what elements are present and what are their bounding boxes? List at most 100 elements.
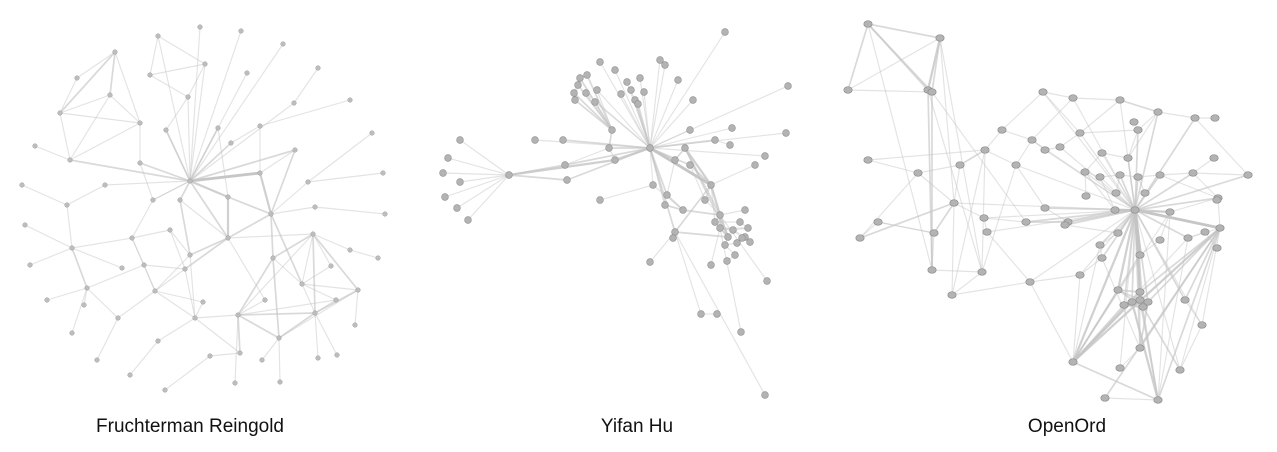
graph-edge <box>169 229 191 256</box>
graph-node <box>1113 286 1123 294</box>
graph-edge <box>227 213 272 239</box>
graph-edge <box>1029 274 1081 283</box>
graph-edge <box>149 74 189 98</box>
graph-node <box>355 287 361 293</box>
graph-node <box>369 130 375 136</box>
graph-edge <box>867 23 933 271</box>
graph-edge <box>164 355 211 391</box>
graph-node <box>1040 146 1050 154</box>
graph-node <box>81 302 87 308</box>
graph-node <box>129 235 135 241</box>
graph-edge <box>1127 157 1136 211</box>
graph-edge <box>1119 209 1136 369</box>
graph-edge <box>1072 211 1171 363</box>
graph-edge <box>939 37 983 273</box>
graph-edge <box>1001 129 1033 141</box>
graph-node <box>112 49 118 55</box>
graph-edge <box>1084 171 1136 211</box>
graph-node <box>238 28 244 34</box>
graph-edge <box>442 172 510 176</box>
graph-node <box>1165 208 1175 216</box>
graph-edge <box>951 271 983 296</box>
graph-edge <box>649 147 691 166</box>
graph-edge <box>1042 91 1074 99</box>
graph-node <box>127 372 133 378</box>
graph-edge <box>939 37 955 204</box>
graph-node <box>674 76 682 84</box>
graph-node <box>571 96 579 104</box>
graph-edge <box>1015 164 1136 211</box>
graph-edge <box>1099 176 1116 211</box>
graph-node <box>1183 234 1193 242</box>
graph-edge <box>847 37 941 91</box>
graph-node <box>1027 136 1037 144</box>
graph-edge <box>165 129 191 182</box>
graph-edge <box>917 172 955 204</box>
graph-edge <box>637 103 651 149</box>
graph-node <box>1100 394 1110 402</box>
graph-edge <box>1101 152 1136 211</box>
graph-edge <box>69 94 111 161</box>
graph-node <box>611 66 619 74</box>
graph-node <box>671 156 679 164</box>
graph-node <box>380 170 386 176</box>
fruchterman-reingold-caption: Fruchterman Reingold <box>96 416 284 437</box>
graph-edge <box>314 299 337 314</box>
graph-edge <box>1134 174 1249 211</box>
graph-edge <box>508 174 568 181</box>
graph-node <box>1055 143 1065 151</box>
graph-edge <box>953 202 985 219</box>
graph-edge <box>1015 164 1046 209</box>
graph-edge <box>261 337 280 361</box>
graph-node <box>141 262 147 268</box>
graph-node <box>1212 196 1222 204</box>
graph-node <box>646 258 654 266</box>
edge-layer <box>847 23 1249 401</box>
graph-edge <box>1139 299 1159 401</box>
graph-edge <box>1184 299 1203 326</box>
graph-node <box>1180 296 1190 304</box>
graph-node <box>1081 192 1091 200</box>
graph-node <box>980 146 990 154</box>
graph-edge <box>143 264 156 292</box>
fruchterman-reingold-graph <box>19 24 388 393</box>
graph-node <box>726 141 734 149</box>
graph-edge <box>169 229 186 270</box>
graph-edge <box>599 61 651 149</box>
graph-node <box>596 58 604 66</box>
graph-edge <box>301 283 337 301</box>
graph-node <box>312 310 318 316</box>
graph-node <box>1075 271 1085 279</box>
openord-caption: OpenOrd <box>1027 416 1107 437</box>
graph-edge <box>620 93 651 149</box>
graph-edge <box>984 129 1003 151</box>
graph-edge <box>179 199 191 256</box>
graph-edge <box>301 283 316 314</box>
graph-node <box>64 202 70 208</box>
graph-node <box>119 265 125 271</box>
graph-edge <box>847 89 933 93</box>
graph-edge <box>189 127 219 182</box>
graph-node <box>268 211 274 217</box>
graph-node <box>731 251 739 259</box>
graph-node <box>663 191 671 199</box>
graph-node <box>559 136 567 144</box>
graph-edge <box>1044 207 1069 223</box>
graph-edge <box>689 164 706 201</box>
graph-edge <box>649 147 676 233</box>
graph-node <box>262 297 268 303</box>
graph-edge <box>709 184 722 216</box>
graph-node <box>681 144 689 152</box>
graph-edge <box>189 30 242 182</box>
graph-node <box>207 353 213 359</box>
graph-edge <box>86 287 119 319</box>
graph-edge <box>1099 209 1136 246</box>
graph-edge <box>1134 172 1194 211</box>
graph-node <box>291 100 297 106</box>
graph-edge <box>154 290 196 319</box>
graph-edge <box>272 233 314 259</box>
graph-node <box>617 90 625 98</box>
graph-edge <box>312 233 332 267</box>
graph-edge <box>1044 149 1136 211</box>
graph-edge <box>1116 209 1137 291</box>
